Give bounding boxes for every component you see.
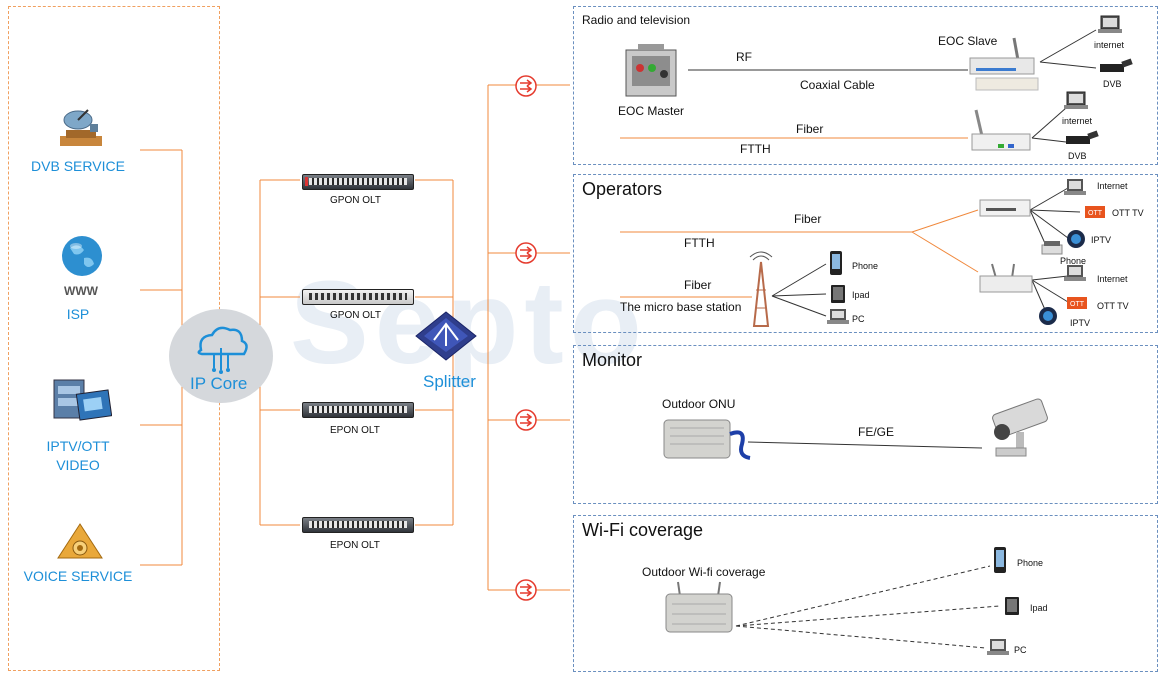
dvb-label-radio-1: DVB [1103,79,1122,89]
laptop-icon-radio-1 [1098,15,1122,33]
ipad-icon-wifi [1005,597,1019,615]
panel-wifi-coverage: Wi-Fi coverage [573,515,1158,672]
internet-label-operators-1: Internet [1097,181,1128,191]
phone-desk-icon-operators [1041,241,1063,255]
ipad-icon-operators [831,285,845,303]
pc-label-wifi: PC [1014,645,1027,655]
eoc-slave-device-icon [969,37,1039,91]
laptop-icon-operators-1 [1064,179,1086,195]
iptv-label-operators-1: IPTV [1091,235,1112,245]
olt-device-2 [302,289,414,305]
olt-label-4: EPON OLT [330,540,380,551]
ftth-label-radio: FTTH [740,142,771,156]
video-film-icon [53,379,112,421]
pc-label-operators: PC [852,314,865,324]
outdoor-onu-device-icon [663,419,751,460]
panel-title-wifi: Wi-Fi coverage [582,520,704,540]
internet-label-radio-2: internet [1062,116,1093,126]
pc-icon-operators [827,309,849,324]
ipad-label-wifi: Ipad [1030,603,1048,613]
olt-label-2: GPON OLT [330,310,381,321]
panel-monitor: Monitor [573,345,1158,504]
internet-label-operators-2: Internet [1097,274,1128,284]
panel-title-radio: Radio and television [582,13,691,27]
svg-text:OTT: OTT [1088,210,1103,217]
satellite-dish-icon [60,109,102,146]
ott-tv-label-operators-1: OTT TV [1112,208,1144,218]
micro-base-station-label: The micro base station [620,300,742,314]
fiber-label-operators-1: Fiber [794,212,822,226]
phone-icon-wifi [994,547,1006,573]
ftth-label-operators: FTTH [684,236,715,250]
dvb-label-radio-2: DVB [1068,151,1087,161]
onu-router-icon-radio [971,109,1031,151]
base-station-tower-icon [749,251,773,327]
fiber-label-radio: Fiber [796,122,824,136]
fiber-label-operators-2: Fiber [684,278,712,292]
ott-tv-icon-operators-2: OTT [1067,297,1087,309]
olt-device-1 [302,174,414,190]
coupler-icon-2 [515,242,537,264]
coaxial-label: Coaxial Cable [800,78,875,92]
globe-icon [62,236,102,276]
voice-gear-icon [57,523,103,559]
coupler-icon-4 [515,579,537,601]
laptop-icon-radio-2 [1064,91,1088,109]
ip-core-label: IP Core [190,374,248,393]
pc-icon-wifi [987,639,1009,655]
outdoor-wifi-label: Outdoor Wi-fi coverage [642,565,766,579]
isp-label: ISP [66,306,90,322]
olt-label-3: EPON OLT [330,425,380,436]
phone-label-operators: Phone [852,261,879,271]
internet-label-radio-1: internet [1094,40,1125,50]
splitter-label: Splitter [423,372,476,391]
iptv-icon-operators-2 [1039,307,1057,325]
phone-label-operators-2: Phone [1060,256,1087,266]
eoc-master-label: EOC Master [618,104,685,118]
onu-device-icon-operators-1 [979,199,1031,217]
outdoor-onu-label: Outdoor ONU [662,397,736,411]
watermark: Septo [290,257,648,389]
dvb-service-label: DVB SERVICE [31,158,125,174]
phone-icon-operators [830,251,842,275]
panel-radio-television: Radio and television [573,6,1158,165]
splitter-icon [415,311,477,361]
panel-title-operators: Operators [582,179,663,199]
iptv-label-operators-2: IPTV [1070,318,1091,328]
ip-core-ellipse [169,309,273,403]
phone-label-wifi: Phone [1017,558,1044,568]
voice-service-label: VOICE SERVICE [23,568,133,584]
iptv-label-line2: VIDEO [56,457,100,473]
set-top-box-icon-radio-1 [1100,58,1133,72]
olt-device-3 [302,402,414,418]
outdoor-wifi-device-icon [665,581,733,633]
laptop-icon-operators-2 [1064,265,1086,281]
olt-label-1: GPON OLT [330,195,381,206]
coupler-icon-1 [515,75,537,97]
coupler-icon-3 [515,409,537,431]
panel-title-monitor: Monitor [582,350,643,370]
rf-label: RF [736,50,752,64]
ott-tv-label-operators-2: OTT TV [1097,301,1129,311]
ipad-label-operators: Ipad [852,290,870,300]
iptv-icon-operators-1 [1067,230,1085,248]
olt-device-4 [302,517,414,533]
www-label: WWW [64,284,98,298]
eoc-master-device-icon [625,44,677,97]
security-camera-icon [992,398,1048,457]
ott-tv-icon-operators-1: OTT [1085,206,1105,218]
fe-ge-label: FE/GE [858,425,895,439]
iptv-label-line1: IPTV/OTT [46,438,110,454]
panel-operators: Operators [573,174,1158,333]
eoc-slave-label: EOC Slave [938,34,998,48]
onu-router-icon-operators-2 [979,263,1033,293]
set-top-box-icon-radio-2 [1066,130,1099,144]
svg-text:OTT: OTT [1070,301,1085,308]
